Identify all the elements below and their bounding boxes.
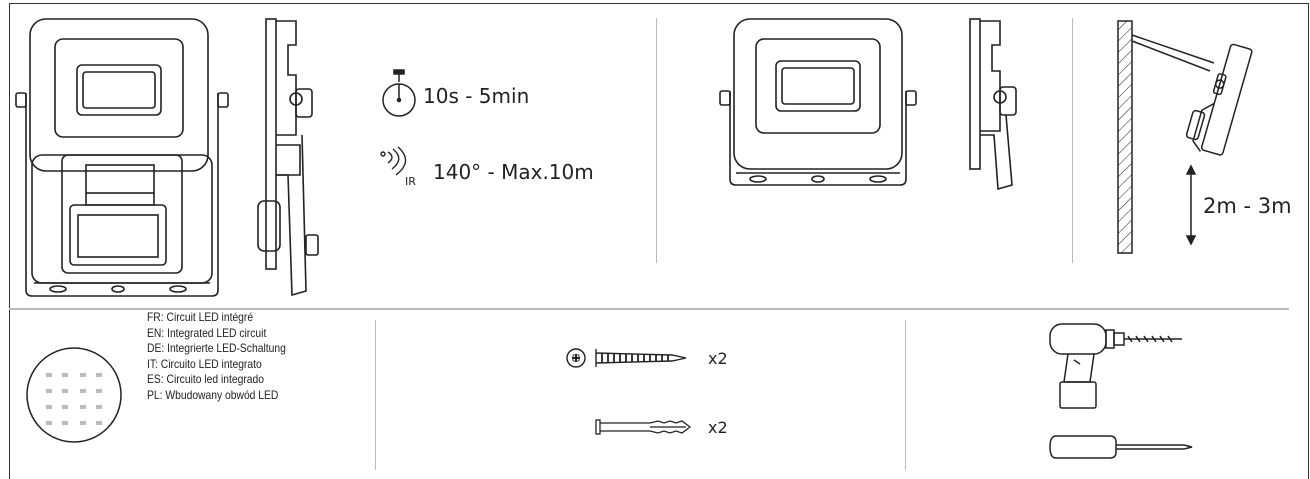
- drill-icon: [1049, 323, 1182, 409]
- timer-range-text: 10s - 5min: [423, 84, 530, 108]
- lang-pl: PL: Wbudowany obwód LED: [147, 387, 279, 402]
- floodlight-sensor-front-view: [15, 18, 229, 297]
- screw-icon: [566, 348, 687, 368]
- wall-plug-icon: [595, 419, 692, 435]
- lang-en: EN: Integrated LED circuit: [147, 325, 267, 340]
- section-divider-horizontal: [9, 308, 1289, 310]
- lang-es: ES: Circuito led integrado: [147, 372, 265, 387]
- mount-height-text: 2m - 3m: [1203, 194, 1292, 218]
- section-divider-2: [1072, 18, 1073, 263]
- diagram-frame: [9, 3, 1309, 479]
- wall-mount-diagram: [1117, 20, 1253, 254]
- screw-quantity: x2: [708, 349, 728, 368]
- floodlight-side-view: [969, 18, 1017, 191]
- lang-it: IT: Circuito LED integrato: [147, 356, 262, 371]
- screwdriver-icon: [1049, 435, 1193, 459]
- section-divider-4: [905, 320, 906, 470]
- led-language-list: FR: Circuit LED intégré EN: Integrated L…: [147, 310, 286, 404]
- section-divider-3: [375, 320, 376, 470]
- sensor-range-text: 140° - Max.10m: [433, 160, 594, 184]
- floodlight-sensor-side-view: [257, 18, 319, 297]
- led-dots-icon: [26, 347, 122, 443]
- floodlight-front-view: [719, 18, 917, 186]
- motion-sensor-icon: [380, 146, 407, 176]
- wall-plug-quantity: x2: [708, 418, 728, 437]
- ir-label: IR: [405, 175, 416, 188]
- lang-de: DE: Integrierte LED-Schaltung: [147, 341, 286, 356]
- stopwatch-icon: [382, 69, 416, 117]
- lang-fr: FR: Circuit LED intégré: [147, 310, 254, 324]
- section-divider-1: [656, 18, 657, 263]
